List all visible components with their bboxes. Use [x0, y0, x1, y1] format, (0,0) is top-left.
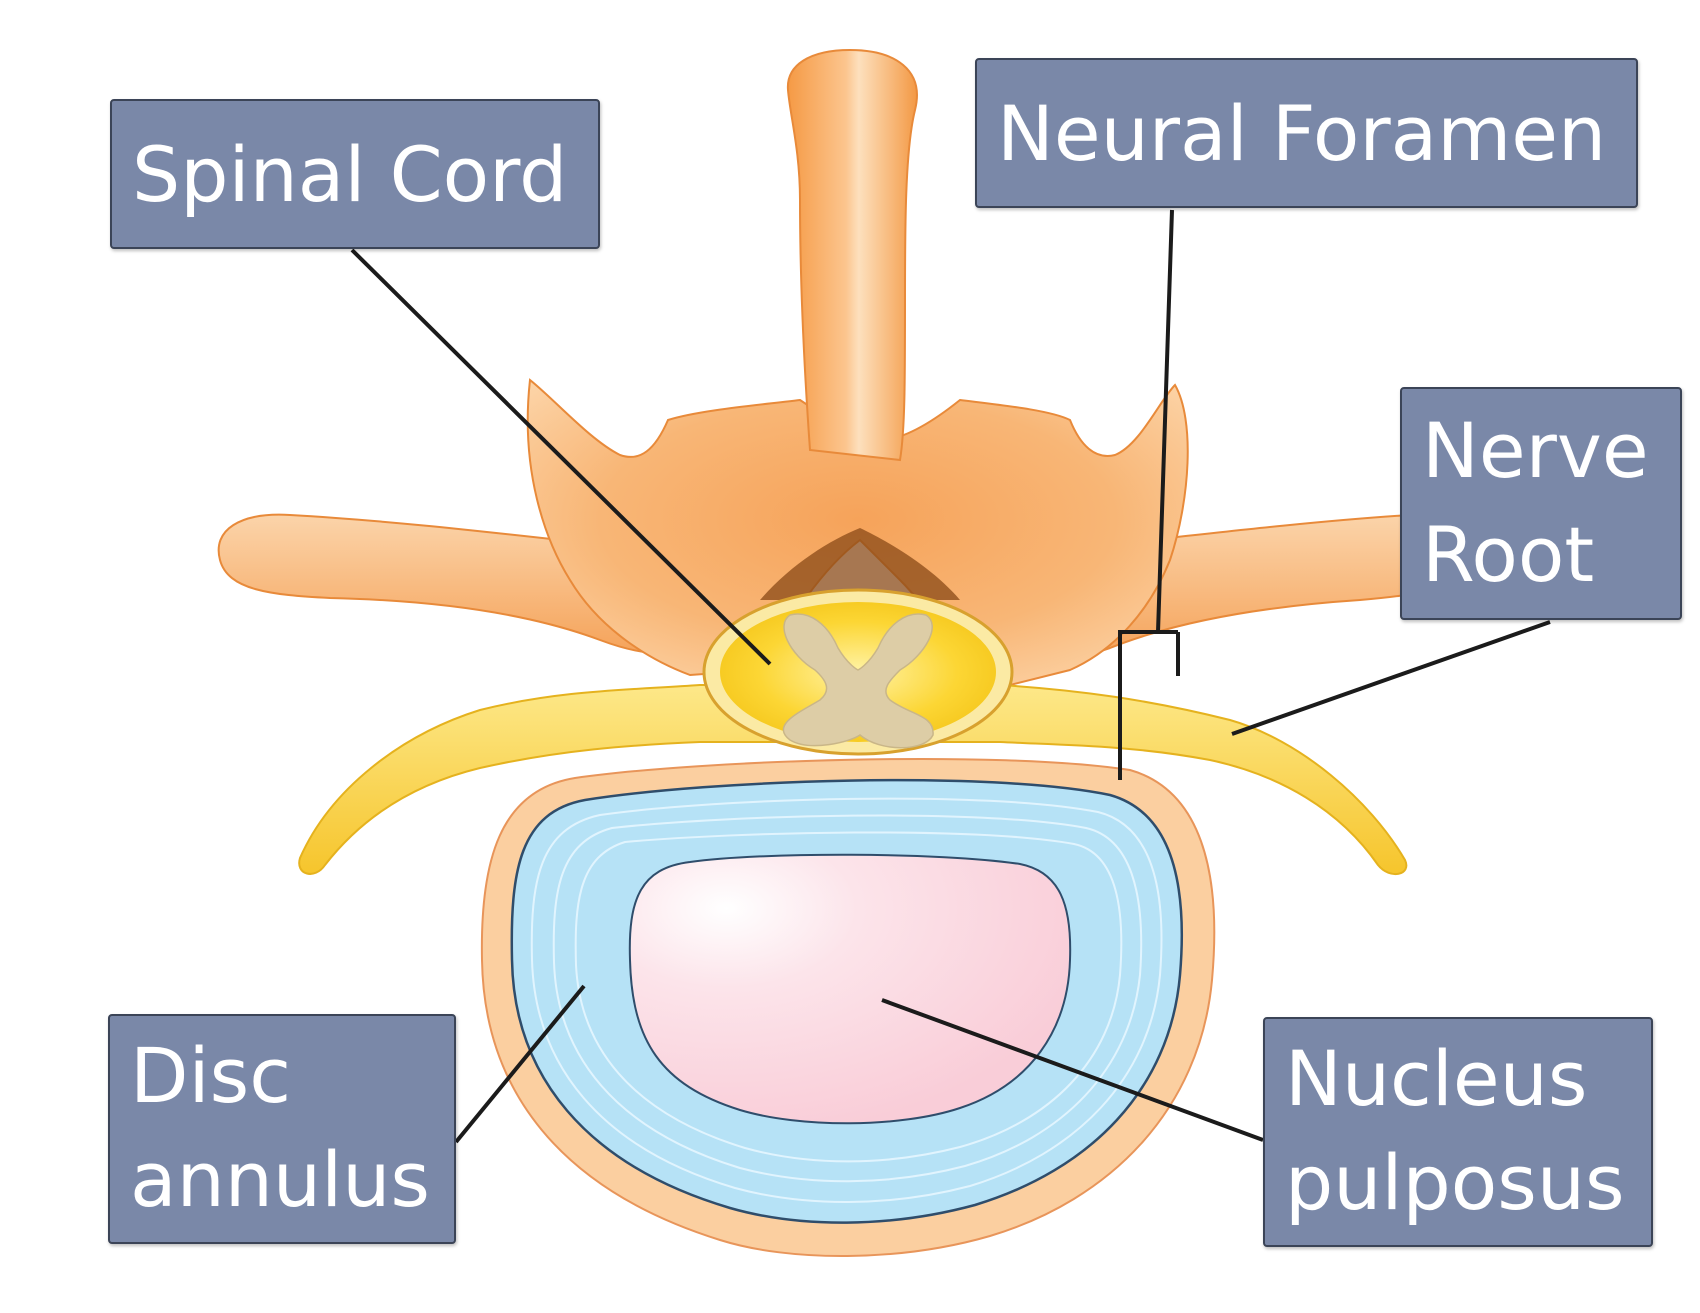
neural-foramen-label-text: Neural Foramen	[997, 89, 1607, 178]
spinal-cord-label-text: Spinal Cord	[132, 130, 568, 219]
nucleus-pulposus-label-line-2: pulposus	[1285, 1138, 1625, 1227]
disc-annulus-label-line-1: Disc	[130, 1031, 292, 1120]
nucleus-pulposus-shape	[628, 853, 1072, 1125]
nucleus-pulposus-label: Nucleus pulposus	[1263, 1017, 1653, 1247]
leader-nucleus-pulposus	[881, 998, 1264, 1142]
leader-disc-annulus	[454, 984, 586, 1144]
spinous-process	[786, 48, 918, 462]
nerve-root-label: Nerve Root	[1400, 387, 1682, 620]
nerve-root-label-line-2: Root	[1422, 510, 1595, 599]
disc-annulus-label-line-2: annulus	[130, 1135, 430, 1224]
spinal-cord-label: Spinal Cord	[110, 99, 600, 249]
leader-lines	[350, 209, 1551, 1144]
nerve-roots	[298, 684, 1408, 875]
neural-foramen-label: Neural Foramen	[975, 58, 1638, 208]
grey-matter-butterfly	[782, 613, 934, 749]
spinal-canal	[760, 528, 960, 600]
leader-nerve-root	[1231, 620, 1551, 736]
annulus-rings	[530, 797, 1163, 1203]
nucleus-pulposus-label-line-1: Nucleus	[1285, 1034, 1588, 1123]
disc-annulus-label: Disc annulus	[108, 1014, 456, 1244]
left-transverse-process	[217, 513, 692, 655]
nerve-root-label-line-1: Nerve	[1422, 406, 1649, 495]
leader-spinal-cord	[350, 248, 772, 666]
leader-neural-foramen	[1118, 209, 1174, 780]
